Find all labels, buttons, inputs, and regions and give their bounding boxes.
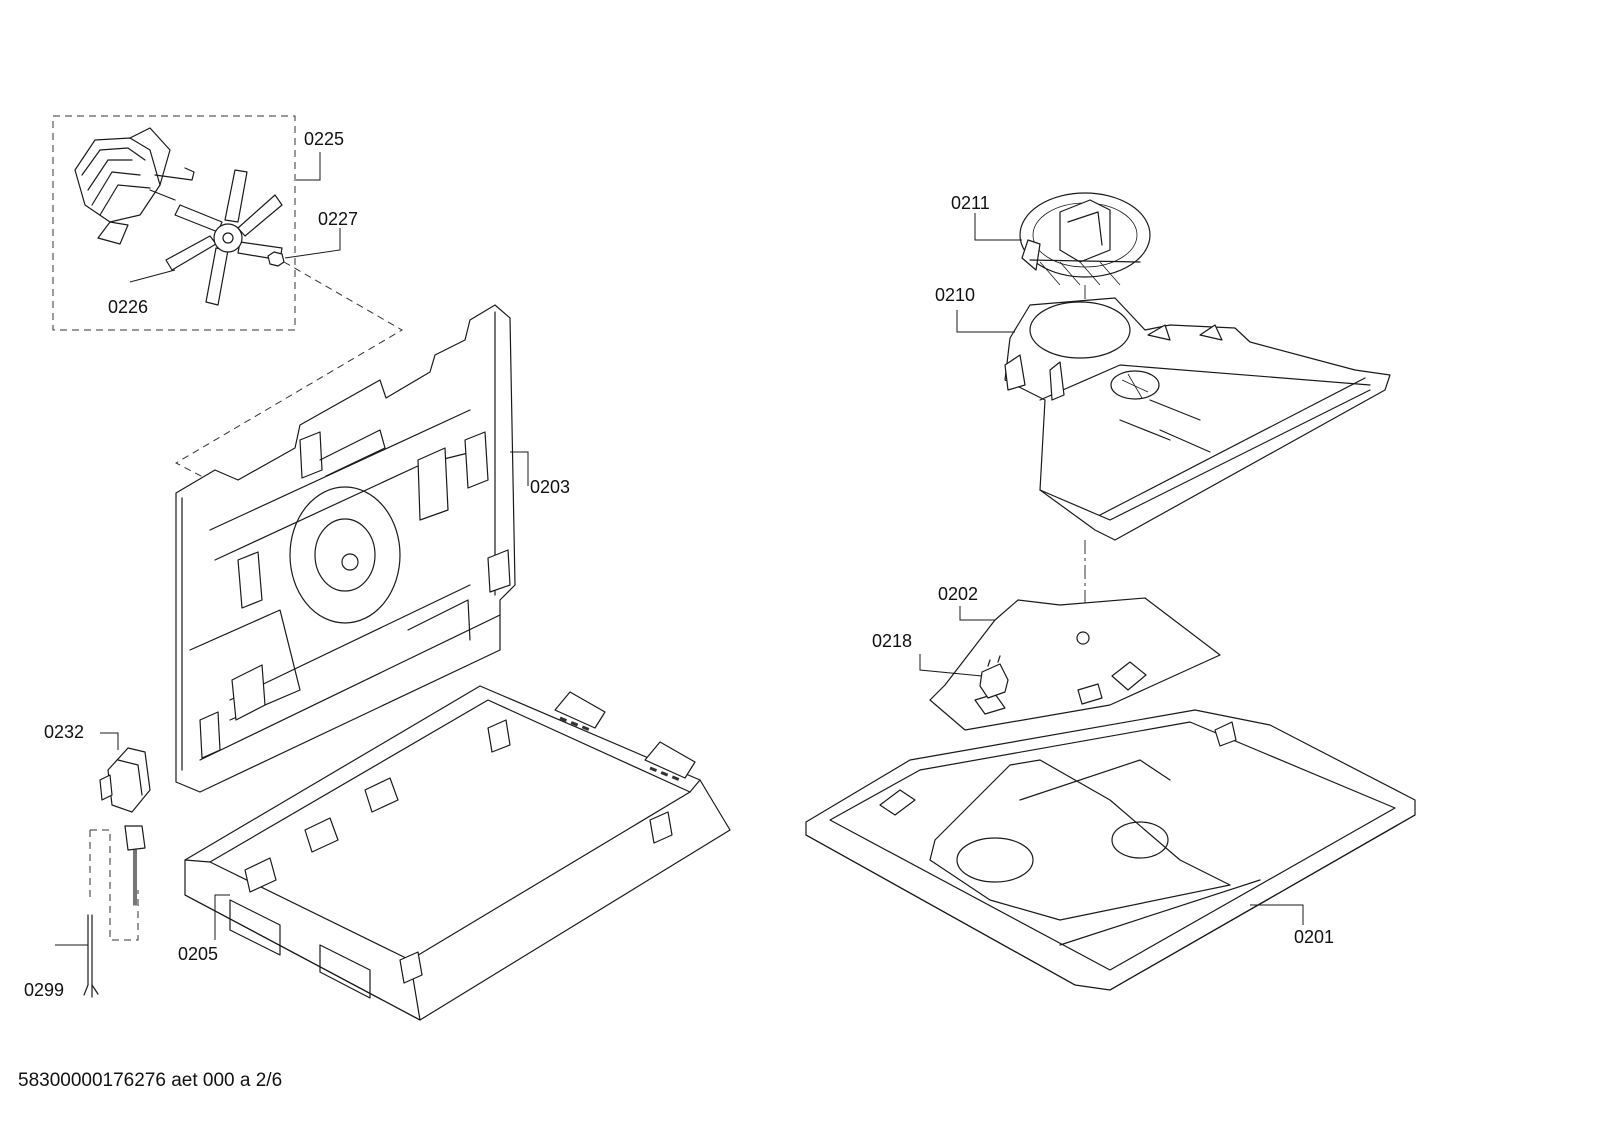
fan-motor (74, 127, 195, 245)
bottom-tray (184, 685, 731, 1021)
base-frame (805, 709, 1416, 991)
temperature-sensor (979, 655, 1009, 699)
part-label-0226: 0226 (108, 297, 148, 317)
part-label-0299: 0299 (24, 980, 64, 1000)
part-label-0218: 0218 (872, 631, 912, 651)
fan-nut (267, 251, 285, 267)
part-label-0203: 0203 (530, 477, 570, 497)
door-switch (99, 747, 151, 813)
part-label-0205: 0205 (178, 944, 218, 964)
rear-panel (175, 304, 516, 793)
assembly-boundary-box (52, 115, 296, 331)
power-cable (83, 825, 146, 998)
part-labels: 0225 0227 0226 0203 0232 0205 0299 0211 … (24, 129, 1334, 1000)
part-label-0232: 0232 (44, 722, 84, 742)
blower-wheel (1019, 192, 1151, 338)
part-label-0201: 0201 (1294, 927, 1334, 947)
part-label-0211: 0211 (951, 193, 990, 213)
part-label-0210: 0210 (935, 285, 975, 305)
cover-plate (929, 597, 1221, 731)
part-label-0225: 0225 (304, 129, 344, 149)
fan-motor-assembly (52, 115, 296, 331)
part-label-0227: 0227 (318, 209, 358, 229)
blower-housing (1004, 297, 1391, 630)
fan-wheel (165, 169, 283, 306)
leader-lines (55, 152, 1304, 946)
document-id: 58300000176276 aet 000 a 2/6 (18, 1070, 283, 1091)
part-label-0202: 0202 (938, 584, 978, 604)
